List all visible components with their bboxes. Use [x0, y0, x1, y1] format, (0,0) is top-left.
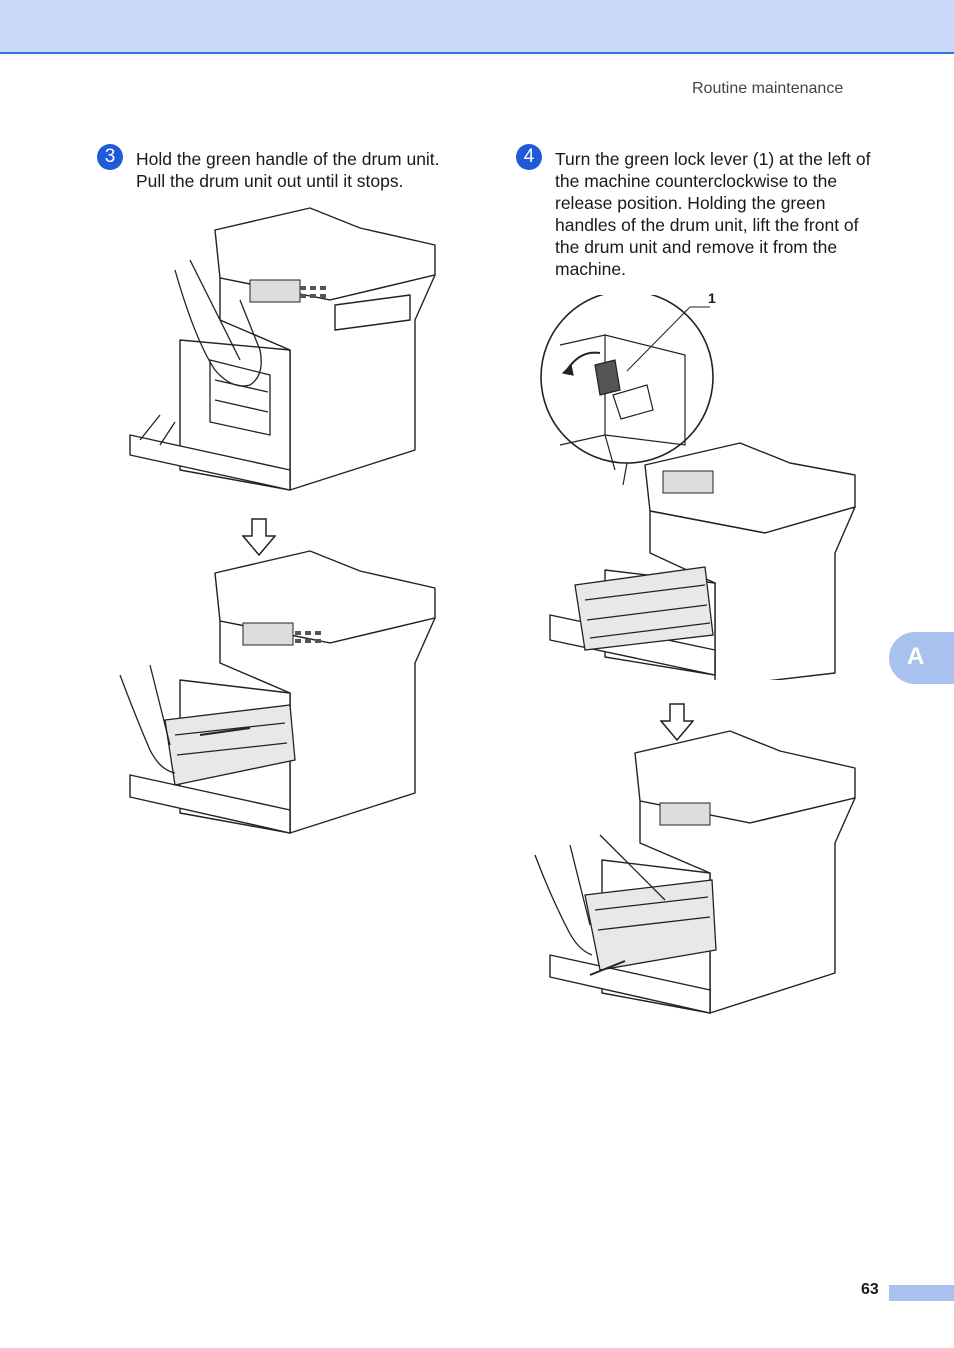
step-3-line: Hold the green handle of the drum unit.: [136, 149, 440, 169]
printer-drum-pulled-out-illustration: [119, 550, 436, 834]
step-4-text: Turn the green lock lever (1) at the lef…: [555, 148, 870, 280]
step-4-line: release position. Holding the green: [555, 193, 826, 213]
step-3-text: Hold the green handle of the drum unit. …: [136, 148, 440, 192]
side-tab-label: A: [907, 643, 925, 670]
step-4-line: the machine counterclockwise to the: [555, 171, 838, 191]
step-4-line: Turn the green lock lever (1) at the lef…: [555, 149, 871, 169]
callout-label-1: 1: [708, 290, 716, 306]
step-number-3: 3: [97, 144, 123, 170]
running-header: Routine maintenance: [692, 80, 844, 97]
step-4-line: machine.: [555, 259, 627, 279]
step-4-line: the drum unit and remove it from the: [555, 237, 838, 257]
printer-lock-lever-illustration: [540, 295, 856, 680]
footer-bar: [889, 1285, 954, 1301]
step-number-4: 4: [516, 144, 542, 170]
appendix-side-tab: A: [889, 632, 954, 684]
step-3-line: Pull the drum unit out until it stops.: [136, 171, 404, 191]
step-4-line: handles of the drum unit, lift the front…: [555, 215, 859, 235]
page-number: 63: [861, 1281, 879, 1298]
arrow-down-icon: [242, 518, 276, 556]
printer-drum-removal-illustration: [534, 730, 856, 1014]
arrow-down-icon: [660, 703, 694, 741]
top-band: [0, 0, 954, 54]
printer-drum-handle-illustration: [129, 207, 436, 491]
